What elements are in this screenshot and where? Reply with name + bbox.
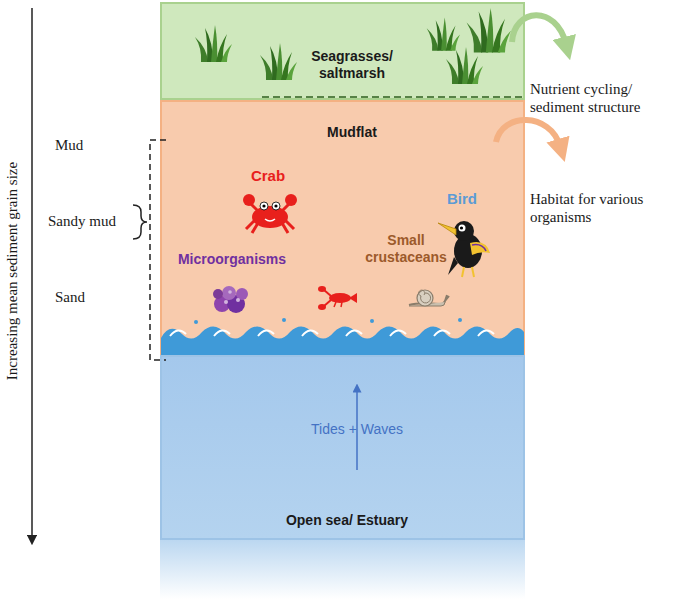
waves — [161, 318, 524, 355]
zone-band: Open sea/ Estuary — [160, 355, 525, 540]
zone-title: Seagrasses/ saltmarsh — [287, 48, 417, 82]
zone-title: Mudflat — [302, 124, 402, 141]
organism-label: Crab — [228, 167, 308, 185]
function-label: Habitat for various organisms — [530, 190, 675, 226]
lobster-icon — [318, 286, 357, 310]
snail-icon — [409, 290, 449, 306]
sediment-label: Sand — [55, 288, 115, 306]
microorganism-icon — [213, 286, 248, 313]
nutrient-cycling-arrow — [512, 15, 566, 44]
organism-label: Bird — [430, 190, 494, 208]
habitat-arrow — [496, 120, 560, 146]
sediment-label: Mud — [55, 136, 115, 154]
function-label: Nutrient cycling/ sediment structure — [530, 80, 675, 116]
zone-band: Mudflat — [160, 100, 525, 355]
organism-label: Microorganisms — [172, 251, 292, 268]
axis-label: Increasing mean sediment grain size — [3, 71, 21, 471]
crab-icon — [243, 194, 297, 233]
zone-title: Open sea/ Estuary — [252, 512, 442, 529]
sea-fade — [160, 538, 525, 599]
sediment-bracket — [150, 140, 166, 360]
organism-label: Small crustaceans — [358, 232, 454, 266]
sandy-mud-brace — [133, 205, 147, 239]
grass-tufts — [195, 8, 511, 84]
band-dashed-line — [262, 96, 525, 98]
grain-size-arrow — [31, 8, 33, 540]
zone-band: Seagrasses/ saltmarsh — [160, 2, 525, 100]
sediment-label: Sandy mud — [48, 212, 138, 230]
process-label: Tides + Waves — [297, 421, 417, 438]
